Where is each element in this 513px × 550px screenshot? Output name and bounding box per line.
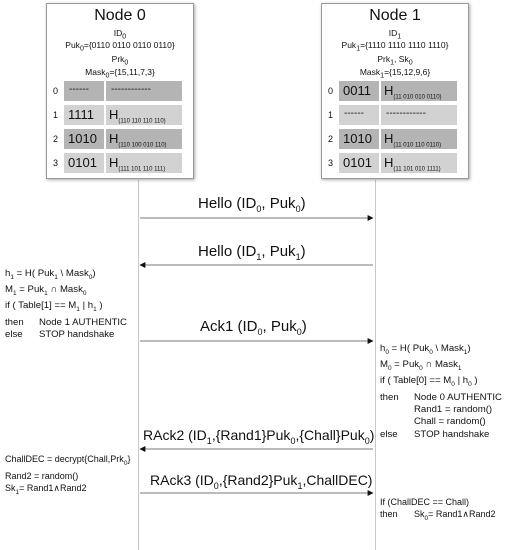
node-0-table-row-1: 1 1111 H(110 110 110 110): [47, 105, 193, 125]
row-hash: H(11 101 010 1111): [384, 155, 441, 173]
row-index: 0: [328, 86, 334, 96]
node-1-table-row-2: 2 1010 H(11 010 110 0110): [322, 129, 468, 149]
note-node-0-session-key: ChallDEC = decrypt{Chall,Prk0} Rand2 = r…: [5, 454, 131, 496]
note-node-0-verify: h1 = H( Puk1 \ Mask0) M1 = Puk1 ∩ Mask0 …: [5, 268, 127, 340]
message-hello-0: Hello (ID0, Puk0): [198, 195, 306, 214]
node-1-table-row-1: 1 ------ ------------: [322, 105, 468, 125]
node-0-box: Node 0 ID0 Puk0={0110 0110 0110 0110} Pr…: [46, 3, 194, 179]
node-1-table-row-3: 3 0101 H(11 101 010 1111): [322, 153, 468, 173]
lifeline-node-0: [138, 180, 139, 550]
row-hash: H(11 010 110 0110): [384, 131, 442, 149]
row-hash: H(111 101 110 111): [109, 155, 166, 173]
row-index: 3: [53, 158, 59, 168]
note-node-1-verify: h0 = H( Puk0 \ Mask1) M0 = Puk0 ∩ Mask1 …: [380, 343, 502, 440]
row-bits: ------: [69, 84, 89, 95]
row-index: 3: [328, 158, 334, 168]
node-1-title: Node 1: [369, 7, 421, 24]
node-0-table-row-3: 3 0101 H(111 101 110 111): [47, 153, 193, 173]
row-bits: 0101: [68, 155, 97, 170]
node-1-id: ID1: [388, 28, 402, 41]
node-0-prk: Prk0: [111, 54, 129, 67]
row-bits: 1010: [68, 131, 97, 146]
row-bits: 0011: [343, 83, 371, 98]
node-1-table-row-0: 0 0011 H(11 010 010 0110): [322, 81, 468, 101]
message-hello-1: Hello (ID1, Puk1): [198, 243, 306, 262]
row-index: 2: [328, 134, 334, 144]
row-hash: ------------: [111, 84, 151, 95]
row-hash: ------------: [386, 108, 426, 119]
row-bits: 1111: [68, 107, 95, 122]
row-bits: 0101: [343, 155, 372, 170]
node-0-id: ID0: [113, 28, 127, 41]
node-1-prk-sk: Prk1, Sk0: [377, 54, 413, 67]
row-hash: H(11 010 010 0110): [384, 83, 442, 101]
row-index: 1: [53, 110, 59, 120]
node-1-mask: Mask1={15,12,9,6}: [359, 67, 431, 80]
node-0-title: Node 0: [94, 7, 146, 24]
node-1-puk: Puk1={1110 1110 1110 1110}: [341, 40, 449, 53]
message-ack1: Ack1 (ID0, Puk0): [200, 318, 307, 337]
message-rack2: RAck2 (ID1,{Rand1}Puk0,{Chall}Puk0): [143, 427, 375, 446]
node-0-table-row-2: 2 1010 H(110 100 010 110): [47, 129, 193, 149]
row-index: 1: [328, 110, 334, 120]
row-bits: 1010: [343, 131, 372, 146]
lifeline-node-1: [375, 180, 376, 550]
row-hash: H(110 110 110 110): [109, 107, 166, 125]
row-index: 2: [53, 134, 59, 144]
node-0-table-row-0: 0 ------ ------------: [47, 81, 193, 101]
node-1-box: Node 1 ID1 Puk1={1110 1110 1110 1110} Pr…: [321, 3, 469, 179]
message-rack3: RAck3 (ID0,{Rand2}Puk1,ChallDEC): [150, 472, 373, 491]
row-bits: ------: [344, 108, 364, 119]
node-0-mask: Mask0={15,11,7,3}: [85, 67, 155, 80]
node-0-puk: Puk0={0110 0110 0110 0110}: [65, 40, 175, 53]
row-index: 0: [53, 86, 59, 96]
row-hash: H(110 100 010 110): [109, 131, 167, 149]
